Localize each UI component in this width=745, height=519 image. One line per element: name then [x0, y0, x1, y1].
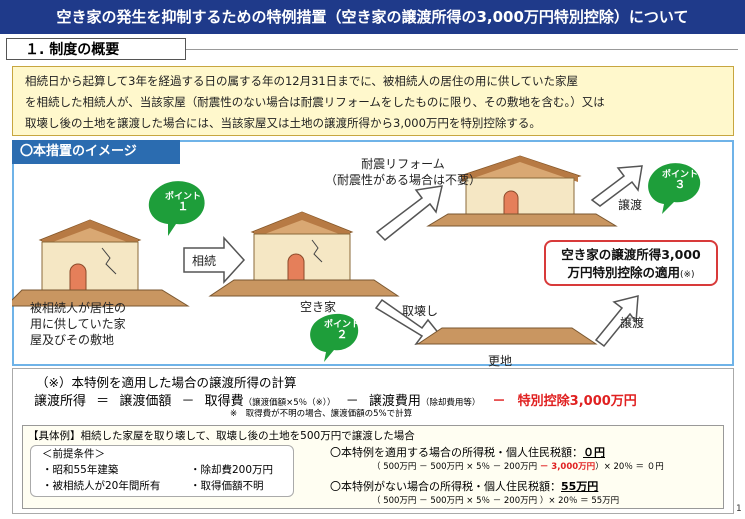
reformed-house-illustration: [426, 155, 618, 227]
summary-box: 相続日から起算して3年を経過する日の属する年の12月31日までに、被相続人の居住…: [12, 66, 734, 136]
premise-title: ＜前提条件＞: [42, 448, 105, 460]
premise-item: ・昭和55年建築: [42, 464, 119, 476]
inherited-house-illustration: [12, 219, 190, 307]
transfer-arrow-lower: [594, 295, 639, 348]
special-deduction-callout: 空き家の譲渡所得3,000 万円特別控除の適用(※): [544, 240, 718, 286]
inherit-arrow: [183, 236, 246, 284]
calculation-panel: [12, 368, 734, 514]
inherit-label: 相続: [192, 254, 217, 268]
point2-label: ポイント ２: [323, 320, 360, 341]
summary-line: 取壊し後の土地を譲渡した場合には、当該家屋又は土地の譲渡所得から3,000万円を…: [25, 116, 541, 130]
section-heading: １. 制度の概要: [6, 38, 186, 60]
image-heading: 〇本措置のイメージ: [12, 140, 180, 164]
transfer-label-upper: 譲渡: [618, 198, 643, 212]
page-number: 1: [736, 504, 742, 514]
demolish-label: 取壊し: [402, 304, 439, 318]
point1-label: ポイント １: [164, 192, 201, 213]
apply-case-title: 〇本特例を適用する場合の所得税・個人住民税額：０円: [330, 446, 605, 459]
summary-line: を相続した相続人が、当該家屋（耐震性のない場合は耐震リフォームをしたものに限り、…: [25, 95, 605, 109]
transfer-label-lower: 譲渡: [620, 316, 645, 330]
point2-badge: [310, 313, 359, 362]
inherited-house-label: 被相続人が居住の 用に供していた家 屋及びその敷地: [30, 301, 127, 347]
reform-label: 耐震リフォーム （耐震性がある場合は不要）: [324, 157, 481, 187]
calc-heading: （※）本特例を適用した場合の譲渡所得の計算: [36, 375, 297, 390]
apply-case-calc: （ 500万円 － 500万円 × 5％ － 200万円 － 3,000万円）×…: [372, 462, 664, 472]
vacant-land-label: 更地: [488, 354, 513, 368]
vacant-house-label: 空き家: [300, 300, 337, 314]
premise-item: ・取得価額不明: [190, 480, 264, 492]
premise-box: [30, 445, 294, 497]
calc-note: ※ 取得費が不明の場合、譲渡価額の5%で計算: [230, 409, 413, 419]
summary-line: 相続日から起算して3年を経過する日の属する年の12月31日までに、被相続人の居住…: [25, 74, 579, 88]
transfer-arrow-upper: [590, 165, 643, 207]
reform-arrow: [375, 185, 443, 242]
flow-illustration: [12, 155, 701, 362]
example-heading: 【具体例】相続した家屋を取り壊して、取壊し後の土地を500万円で譲渡した場合: [28, 430, 415, 442]
no-apply-case-title: 〇本特例がない場合の所得税・個人住民税額：55万円: [330, 480, 599, 493]
vacant-house-illustration: [208, 211, 400, 297]
no-apply-case-calc: （ 500万円 － 500万円 × 5％ － 200万円 ）× 20％ ＝ 55…: [372, 496, 620, 506]
point3-badge: [648, 163, 701, 214]
vacant-land-illustration: [416, 327, 598, 345]
calc-formula: 譲渡所得 ＝ 譲渡価額 － 取得費（譲渡価額×5％（※）） － 譲渡費用（除却費…: [34, 394, 637, 409]
page-title: 空き家の発生を抑制するための特例措置（空き家の譲渡所得の3,000万円特別控除）…: [0, 0, 745, 34]
premise-item: ・被相続人が20年間所有: [42, 480, 161, 492]
section-divider: [186, 49, 738, 50]
point3-label: ポイント ３: [661, 170, 698, 191]
premise-item: ・除却費200万円: [190, 464, 274, 476]
point1-badge: [148, 181, 205, 236]
